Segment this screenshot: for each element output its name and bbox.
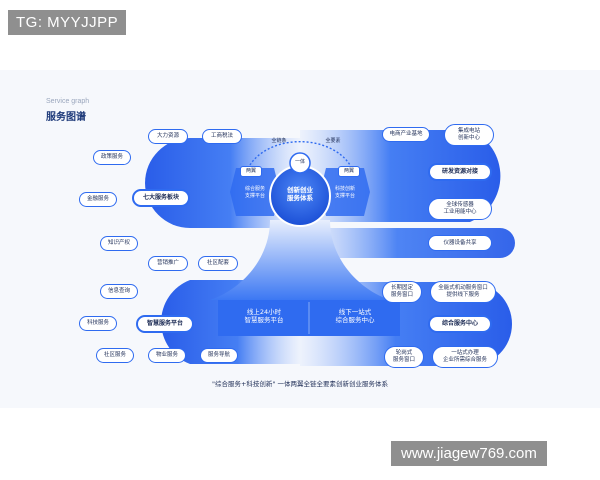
node-smart-platform: 智慧服务平台 [136, 315, 194, 333]
node-equipment-share: 仪器设备共享 [428, 235, 492, 251]
node-policy-service: 政策服务 [93, 150, 131, 165]
left-wing [230, 168, 280, 216]
node-property-service: 物业服务 [148, 348, 186, 363]
node-seven-sectors: 七大服务板块 [132, 189, 190, 207]
top-circle [289, 152, 311, 174]
node-ip: 知识产权 [100, 236, 138, 251]
node-community-facility: 社区配套 [198, 256, 238, 271]
node-ecommerce-base: 电商产业基地 [382, 127, 430, 142]
node-marketing: 营销推广 [148, 256, 188, 271]
hub-arc-left-label: 全链条 [271, 138, 287, 144]
hub-trunk [210, 220, 390, 300]
diagram-caption: "综合服务+科技创新" 一体两翼全链全要素创新创业服务体系 [212, 380, 388, 388]
page-subtitle: Service graph [46, 98, 90, 105]
node-info-query: 信息查询 [100, 284, 138, 299]
node-rd-resources: 研发资源对接 [428, 163, 492, 181]
node-community-service: 社区服务 [96, 348, 134, 363]
node-integrated-center: 综合服务中心 [428, 315, 492, 333]
base-offline: 线下一站式 综合服务中心 [335, 308, 375, 325]
base-online: 线上24小时 智慧服务平台 [244, 308, 284, 325]
node-integrated-station: 集成电站 创新中心 [444, 124, 494, 146]
page-title: 服务图谱 [46, 112, 86, 123]
node-sensor-center: 全球传感器 工业用能中心 [428, 198, 492, 220]
right-wing-tag: 两翼 [338, 166, 360, 177]
node-mobile-window: 全能式机动服务窗口 提供线下服务 [430, 281, 496, 303]
watermark-tg: TG: MYYJJPP [8, 10, 127, 35]
node-business-tax: 工商税法 [202, 129, 242, 144]
node-service-nav: 服务导航 [200, 348, 238, 363]
node-tech-service: 科技服务 [79, 316, 117, 331]
node-human-resources: 大力资源 [148, 129, 188, 144]
left-wing-tag: 两翼 [240, 166, 262, 177]
right-wing [320, 168, 370, 216]
hub-top-label: 一体 [294, 159, 305, 165]
hub-arc [249, 141, 351, 166]
hub-core-text: 创新创业 服务体系 [287, 186, 313, 203]
left-wing-text: 综合服务 支撑平台 [244, 186, 265, 199]
node-fixed-window: 长期固定 服务窗口 [382, 281, 422, 303]
node-finance-service: 金融服务 [79, 192, 117, 207]
right-wing-text: 科技创新 支撑平台 [334, 186, 355, 199]
hub-arc-right-label: 全要素 [325, 138, 341, 144]
watermark-url: www.jiagew769.com [391, 441, 547, 466]
node-rotating-window: 轮岗式 服务窗口 [384, 346, 424, 368]
node-one-stop: 一站式办理 企业所需综合服务 [432, 346, 498, 368]
